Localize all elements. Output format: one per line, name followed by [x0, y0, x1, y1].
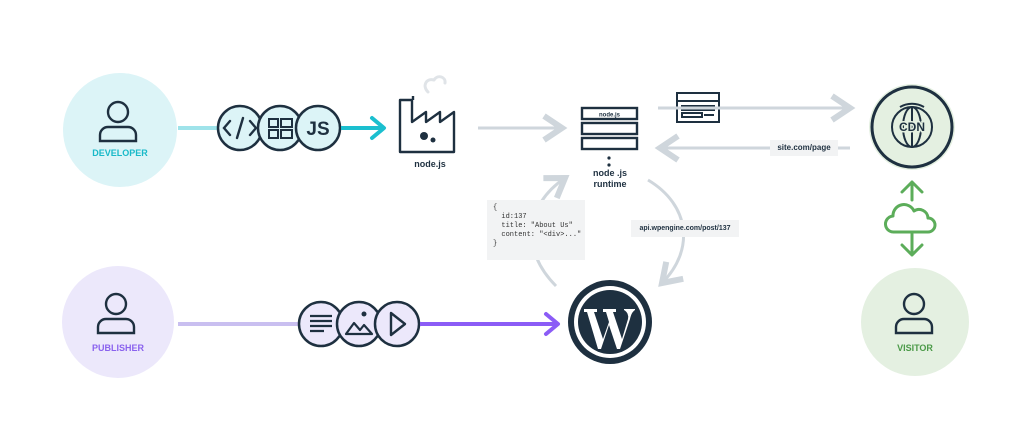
- json-line: title: "About Us": [493, 222, 573, 230]
- developer-node: [63, 73, 177, 187]
- cdn-node: CDN: [869, 84, 955, 170]
- layout-grid-icon: [256, 104, 304, 152]
- wordpress-logo: [568, 280, 652, 364]
- publisher-tools: [297, 300, 421, 348]
- json-snippet: { id:137 title: "About Us" content: "<di…: [487, 200, 585, 260]
- developer-tools: JS: [216, 104, 342, 152]
- js-icon: JS: [294, 104, 342, 152]
- cloud-icon: [884, 180, 937, 257]
- visitor-label: VISITOR: [897, 343, 933, 353]
- developer-label: DEVELOPER: [92, 148, 148, 158]
- runtime-label-line2: runtime: [593, 179, 627, 189]
- server-stack-icon: [580, 106, 639, 167]
- server-tag: node.js: [599, 113, 621, 119]
- json-line: {: [493, 204, 498, 212]
- play-icon: [373, 300, 421, 348]
- purple-arrow: [420, 312, 560, 336]
- request-url-tag: site.com/page: [770, 140, 838, 156]
- factory-icon: [398, 75, 456, 154]
- runtime-label-line1: node .js: [592, 168, 627, 178]
- text-lines-icon: [297, 300, 345, 348]
- json-line: }: [493, 240, 498, 248]
- cdn-text: CDN: [899, 120, 925, 134]
- person-icon: [96, 292, 136, 335]
- js-icon-text: JS: [306, 119, 329, 140]
- visitor-node: [861, 268, 969, 376]
- publisher-label: PUBLISHER: [91, 343, 144, 353]
- code-brackets-icon: [216, 104, 264, 152]
- publisher-node: [62, 266, 174, 378]
- person-icon: [98, 100, 138, 143]
- globe-icon: [891, 102, 933, 148]
- api-url-tag: api.wpengine.com/post/137: [631, 220, 739, 237]
- build-label: node.js: [414, 159, 446, 169]
- teal-arrow: [341, 116, 386, 140]
- json-line: id:137: [493, 213, 527, 221]
- json-line: content: "<div>...": [493, 231, 582, 239]
- person-icon: [894, 292, 934, 335]
